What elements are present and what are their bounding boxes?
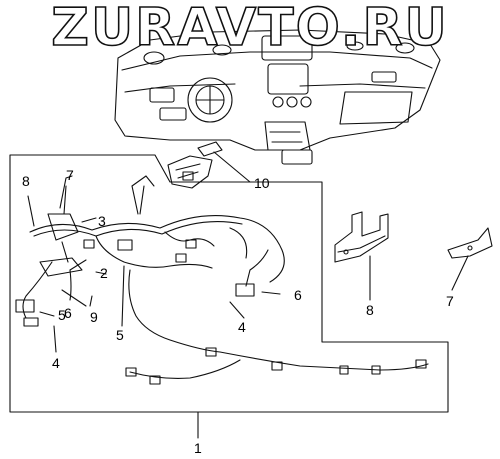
callout-5-left: 5	[58, 307, 66, 323]
callout-9: 9	[90, 309, 98, 325]
small-bracket-icon	[447, 227, 493, 259]
control-module-icon	[167, 141, 223, 189]
callout-8-right: 8	[366, 302, 374, 318]
wiring-harness-icon	[15, 175, 429, 385]
callout-6-left: 6	[64, 305, 72, 321]
callout-4-left: 4	[52, 355, 60, 371]
callout-6-right: 6	[294, 287, 302, 303]
callout-4-right: 4	[238, 319, 246, 335]
mounting-bracket-icon	[334, 211, 389, 263]
callout-2: 2	[100, 265, 108, 281]
callout-3: 3	[98, 213, 106, 229]
watermark-text: ZURAVTO.RU	[50, 0, 449, 58]
callout-7-left: 7	[66, 167, 74, 183]
dashboard-assembly-icon	[114, 29, 441, 165]
callout-8-left: 8	[22, 173, 30, 189]
callout-5-middle: 5	[116, 327, 124, 343]
callout-1: 1	[194, 440, 202, 456]
callout-7-right: 7	[446, 293, 454, 309]
callout-10: 10	[254, 175, 270, 191]
